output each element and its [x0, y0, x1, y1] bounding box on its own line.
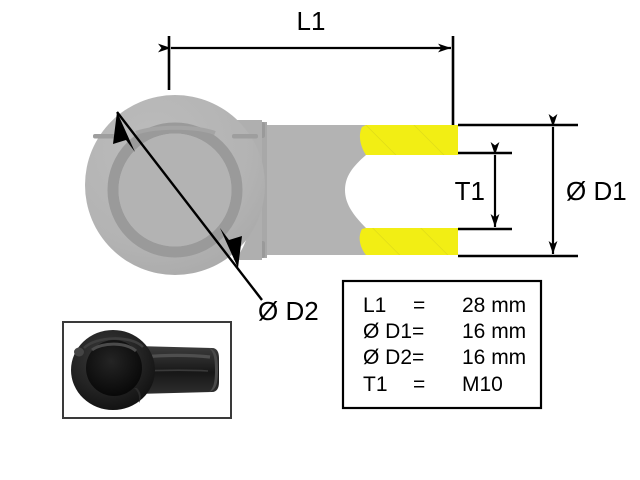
ring-hole-inner	[118, 133, 232, 247]
d2-leader-line	[116, 111, 263, 301]
spec-row-value: 16 mm	[462, 346, 526, 369]
spec-row-label: Ø D2=	[363, 346, 424, 369]
dimension-t1: T1	[455, 142, 512, 231]
photo-ring-nub	[74, 347, 84, 357]
barrel-bore	[345, 155, 458, 228]
dimension-d2: Ø D2	[113, 111, 319, 326]
photo-inset	[62, 321, 232, 419]
spec-row: Ø D2= 16 mm	[363, 346, 526, 369]
spec-row-label: T1	[363, 373, 388, 396]
head-seam-right	[232, 134, 258, 139]
d2-arrowhead-lower	[220, 228, 242, 268]
spec-table: L1 = 28 mm Ø D1= 16 mm Ø D2= 16 mm T1 = …	[341, 279, 543, 410]
l1-label: L1	[297, 6, 326, 36]
spec-row: L1 = 28 mm	[363, 294, 526, 317]
photo-barrel-highlight	[142, 353, 211, 359]
spec-row-label: Ø D1=	[363, 320, 424, 343]
photo-ring-tab	[134, 388, 141, 403]
spec-row: T1 = M10	[363, 373, 503, 396]
photo-ring-rim-highlight	[83, 337, 144, 350]
spec-row-value: M10	[462, 373, 503, 396]
insulation-band-bottom	[359, 228, 458, 255]
d1-label: Ø D1	[566, 176, 627, 206]
head-seam-left	[93, 134, 115, 139]
photo-ring-hole	[86, 340, 142, 396]
spec-row-label: L1	[363, 294, 386, 317]
insulation-band-top	[359, 125, 458, 155]
spec-row-value: 28 mm	[462, 294, 526, 317]
photo-part-image	[71, 330, 219, 410]
d2-arrowhead-upper	[113, 112, 135, 152]
photo-barrel-end-cap	[209, 348, 218, 392]
spec-row-value: 16 mm	[462, 320, 526, 343]
t1-label: T1	[455, 176, 485, 206]
spec-table-border	[341, 279, 543, 410]
spec-row-equals: =	[413, 294, 425, 317]
spec-row-equals: =	[413, 373, 425, 396]
spec-row: Ø D1= 16 mm	[363, 320, 526, 343]
dimension-l1: L1	[158, 6, 455, 125]
d2-label: Ø D2	[258, 296, 319, 326]
photo-ring-hole-rim	[91, 342, 138, 353]
part-geometry	[85, 95, 458, 275]
dimension-d1: Ø D1	[458, 114, 627, 258]
head-crown-highlight	[135, 125, 216, 135]
